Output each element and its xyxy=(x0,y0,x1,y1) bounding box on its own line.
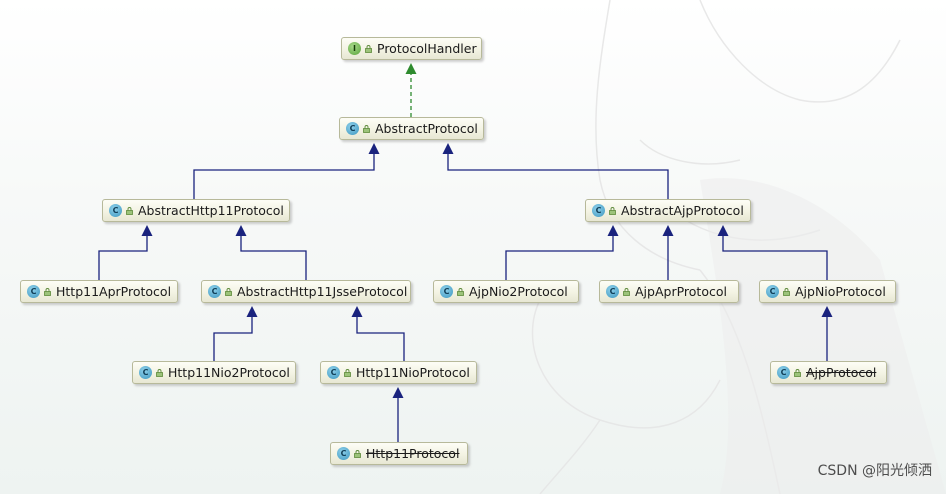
lock-icon xyxy=(225,287,232,296)
edge-ajp-nio-protocol-to-abstract-ajp-protocol xyxy=(722,236,828,280)
class-c-icon: C xyxy=(777,366,790,379)
node-abstract-protocol[interactable]: C AbstractProtocol xyxy=(339,117,484,140)
class-c-icon: C xyxy=(139,366,152,379)
arrowhead-abstract-ajp-protocol xyxy=(662,225,674,236)
node-label: AbstractHttp11Protocol xyxy=(138,203,284,218)
lock-icon xyxy=(794,368,801,377)
node-label: Http11Nio2Protocol xyxy=(168,365,290,380)
class-c-icon: C xyxy=(440,285,453,298)
lock-icon xyxy=(156,368,163,377)
class-c-icon: C xyxy=(346,122,359,135)
node-protocol-handler[interactable]: I ProtocolHandler xyxy=(341,37,482,60)
class-c-icon: C xyxy=(327,366,340,379)
arrowhead-ajp-nio-protocol xyxy=(821,306,833,317)
arrowhead-abstract-http11-jsse-protocol xyxy=(351,306,363,317)
node-label: ProtocolHandler xyxy=(377,41,477,56)
node-label: AbstractHttp11JsseProtocol xyxy=(237,284,408,299)
class-c-icon: C xyxy=(592,204,605,217)
arrowhead-abstract-http11-protocol xyxy=(141,225,153,236)
lock-icon xyxy=(354,449,361,458)
node-label: Http11Protocol xyxy=(366,446,460,461)
edge-http11-nio2-protocol-to-abstract-http11-jsse-protocol xyxy=(213,317,253,361)
edge-abstract-http11-protocol-to-abstract-protocol xyxy=(193,154,375,199)
lock-icon xyxy=(44,287,51,296)
node-label: AjpAprProtocol xyxy=(635,284,727,299)
class-c-icon: C xyxy=(606,285,619,298)
interface-i-icon: I xyxy=(348,42,361,55)
edge-abstract-http11-jsse-protocol-to-abstract-http11-protocol xyxy=(240,236,307,280)
watermark: CSDN @阳光倾洒 xyxy=(817,463,932,479)
lock-icon xyxy=(457,287,464,296)
node-http11-apr-protocol[interactable]: C Http11AprProtocol xyxy=(20,280,178,303)
node-label: AbstractAjpProtocol xyxy=(621,203,744,218)
lock-icon xyxy=(363,124,370,133)
class-c-icon: C xyxy=(766,285,779,298)
lock-icon xyxy=(609,206,616,215)
lock-icon xyxy=(344,368,351,377)
node-label: AjpNioProtocol xyxy=(795,284,886,299)
lock-icon xyxy=(126,206,133,215)
class-c-icon: C xyxy=(208,285,221,298)
node-abstract-ajp-protocol[interactable]: C AbstractAjpProtocol xyxy=(585,199,751,222)
node-label: AbstractProtocol xyxy=(375,121,478,136)
arrowhead-abstract-protocol xyxy=(368,143,380,154)
arrowhead-abstract-http11-protocol xyxy=(235,225,247,236)
node-http11-nio-protocol[interactable]: C Http11NioProtocol xyxy=(320,361,477,384)
edge-abstract-ajp-protocol-to-abstract-protocol xyxy=(447,154,669,199)
node-label: Http11NioProtocol xyxy=(356,365,470,380)
class-c-icon: C xyxy=(337,447,350,460)
arrowhead-http11-nio-protocol xyxy=(392,387,404,398)
node-abstract-http11-protocol[interactable]: C AbstractHttp11Protocol xyxy=(102,199,290,222)
node-ajp-nio2-protocol[interactable]: C AjpNio2Protocol xyxy=(433,280,579,303)
lock-icon xyxy=(365,44,372,53)
node-label: Http11AprProtocol xyxy=(56,284,172,299)
lock-icon xyxy=(783,287,790,296)
node-abstract-http11-jsse-protocol[interactable]: C AbstractHttp11JsseProtocol xyxy=(201,280,411,303)
lock-icon xyxy=(623,287,630,296)
arrowhead-protocol-handler xyxy=(405,63,417,74)
node-ajp-nio-protocol[interactable]: C AjpNioProtocol xyxy=(759,280,896,303)
arrowhead-abstract-ajp-protocol xyxy=(717,225,729,236)
edge-http11-apr-protocol-to-abstract-http11-protocol xyxy=(98,236,148,280)
node-http11-protocol[interactable]: C Http11Protocol xyxy=(330,442,468,465)
arrowhead-abstract-protocol xyxy=(442,143,454,154)
class-c-icon: C xyxy=(109,204,122,217)
arrowhead-abstract-ajp-protocol xyxy=(607,225,619,236)
edge-ajp-nio2-protocol-to-abstract-ajp-protocol xyxy=(505,236,614,280)
node-ajp-protocol[interactable]: C AjpProtocol xyxy=(770,361,887,384)
edge-http11-nio-protocol-to-abstract-http11-jsse-protocol xyxy=(356,317,405,361)
node-ajp-apr-protocol[interactable]: C AjpAprProtocol xyxy=(599,280,739,303)
arrowhead-abstract-http11-jsse-protocol xyxy=(246,306,258,317)
node-http11-nio2-protocol[interactable]: C Http11Nio2Protocol xyxy=(132,361,296,384)
node-label: AjpProtocol xyxy=(806,365,877,380)
node-label: AjpNio2Protocol xyxy=(469,284,568,299)
class-c-icon: C xyxy=(27,285,40,298)
